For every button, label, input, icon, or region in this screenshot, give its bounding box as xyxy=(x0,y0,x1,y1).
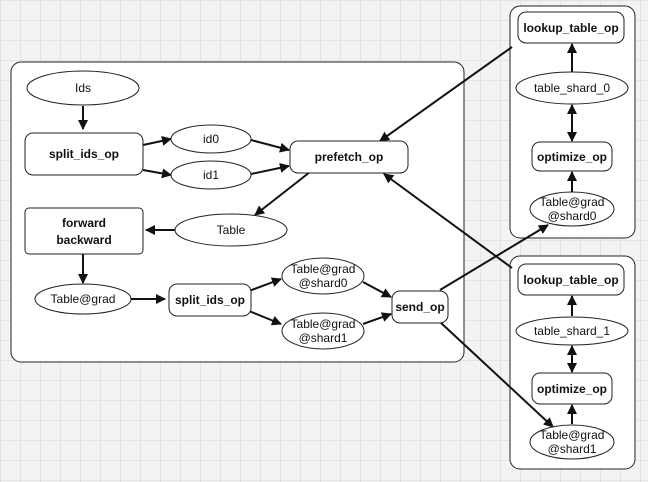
ps0-grad-shard-label-1: Table@grad xyxy=(540,195,605,209)
prefetch-op-node: prefetch_op xyxy=(289,140,409,174)
ps0-grad-shard-node: Table@grad @shard0 xyxy=(529,191,615,227)
ps1-optimize-op-label: optimize_op xyxy=(537,382,607,396)
ps0-optimize-op-node: optimize_op xyxy=(531,141,613,172)
edges xyxy=(78,43,577,428)
edge-prefetch-table xyxy=(254,171,311,216)
ps0-table-shard-node: table_shard_0 xyxy=(515,71,629,105)
ps1-table-shard-label: table_shard_1 xyxy=(534,324,610,338)
ps1-table-shard-node: table_shard_1 xyxy=(515,316,629,346)
grad-shard0-label-1: Table@grad xyxy=(291,262,356,276)
ids-node: Ids xyxy=(26,70,140,106)
grad-shard1-label-2: @shard1 xyxy=(299,331,348,345)
grad-shard1-label-1: Table@grad xyxy=(291,317,356,331)
edge-shard0-send xyxy=(362,281,392,298)
split-ids-op-node-2: split_ids_op xyxy=(168,283,252,317)
split-ids-op-label-2: split_ids_op xyxy=(175,293,245,307)
edge-split-id0 xyxy=(142,135,172,146)
ps1-grad-shard-label-2: @shard1 xyxy=(548,442,597,456)
edge-split-id1 xyxy=(142,168,172,179)
edge-id1-prefetch xyxy=(250,162,290,175)
grad-shard0-label-2: @shard0 xyxy=(299,276,348,290)
table-label: Table xyxy=(217,223,246,237)
ps0-optimize-op-label: optimize_op xyxy=(537,150,607,164)
ps1-optimize-op-node: optimize_op xyxy=(531,372,613,405)
id1-node: id1 xyxy=(170,160,252,190)
edge-shard1-send xyxy=(362,312,392,325)
table-grad-label: Table@grad xyxy=(51,292,116,306)
ps0-table-shard-label: table_shard_0 xyxy=(534,81,610,95)
edge-id0-prefetch xyxy=(250,139,290,153)
edge-send-ps1 xyxy=(439,321,554,428)
ps1-grad-shard-label-1: Table@grad xyxy=(540,428,605,442)
send-op-label: send_op xyxy=(395,300,444,314)
id0-label: id0 xyxy=(203,132,219,146)
ps0-lookup-table-op-label: lookup_table_op xyxy=(523,21,618,35)
grad-shard1-node: Table@grad @shard1 xyxy=(281,312,365,350)
edge-lookup1-prefetch xyxy=(383,173,513,269)
edge-split-shard1 xyxy=(248,310,282,326)
id0-node: id0 xyxy=(170,124,252,154)
edge-lookup0-prefetch xyxy=(379,46,513,142)
ps0-grad-shard-label-2: @shard0 xyxy=(548,209,597,223)
ps1-lookup-table-op-node: lookup_table_op xyxy=(517,263,625,296)
ps0-lookup-table-op-node: lookup_table_op xyxy=(517,11,625,44)
table-node: Table xyxy=(174,213,288,247)
ps1-grad-shard-node: Table@grad @shard1 xyxy=(529,424,615,460)
forward-backward-node: forward backward xyxy=(24,207,144,255)
table-grad-node: Table@grad xyxy=(34,283,132,315)
edge-split-shard0 xyxy=(248,277,282,292)
split-ids-op-node-1: split_ids_op xyxy=(24,132,144,176)
id1-label: id1 xyxy=(203,168,219,182)
ps1-lookup-table-op-label: lookup_table_op xyxy=(523,273,618,287)
grad-shard0-node: Table@grad @shard0 xyxy=(281,257,365,295)
backward-label: backward xyxy=(56,233,111,247)
split-ids-op-label-1: split_ids_op xyxy=(49,147,119,161)
ids-label: Ids xyxy=(75,81,91,95)
send-op-node: send_op xyxy=(391,290,449,324)
forward-label: forward xyxy=(62,216,106,230)
prefetch-op-label: prefetch_op xyxy=(315,150,384,164)
edge-send-ps0 xyxy=(439,224,549,291)
